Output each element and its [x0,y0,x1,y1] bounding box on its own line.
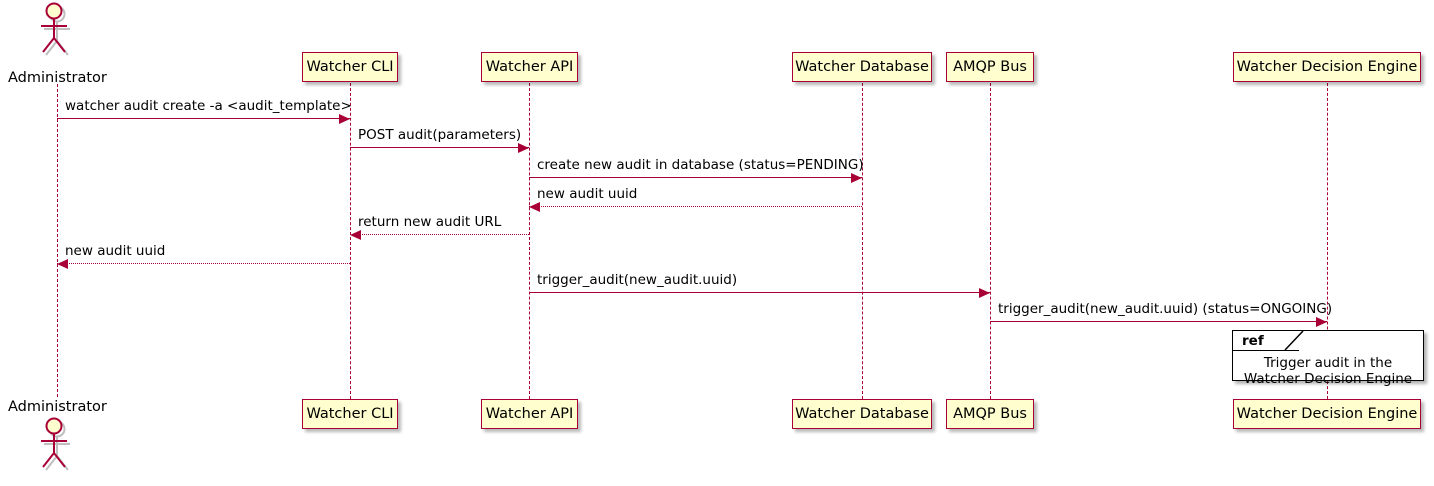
message-label-m4: new audit uuid [537,186,638,202]
participant-top-amqp-bus[interactable]: AMQP Bus [946,52,1034,82]
participant-top-watcher-database[interactable]: Watcher Database [792,52,932,82]
ref-fragment-line1: Trigger audit in the [1263,355,1393,371]
message-line-m3 [529,177,862,178]
arrow-head-m2 [518,142,529,153]
participant-bottom-amqp-bus[interactable]: AMQP Bus [946,399,1034,429]
message-label-m3: create new audit in database (status=PEN… [537,157,864,173]
message-line-m5 [350,234,529,235]
arrow-head-m5 [350,229,361,240]
arrow-head-m1 [339,113,350,124]
participant-label-bottom-administrator: Administrator [8,399,107,415]
message-line-m4 [529,206,862,207]
participant-bottom-watcher-database[interactable]: Watcher Database [792,399,932,429]
arrow-head-m3 [851,172,862,183]
message-label-m1: watcher audit create -a <audit_template> [65,98,352,114]
actor-figure-top-administrator [35,2,79,62]
ref-fragment-line2: Watcher Decision Engine [1243,371,1413,387]
message-label-m7: trigger_audit(new_audit.uuid) [537,272,738,288]
message-label-m8: trigger_audit(new_audit.uuid) (status=ON… [998,301,1333,317]
message-label-m2: POST audit(parameters) [358,127,522,143]
participant-top-watcher-api[interactable]: Watcher API [481,52,578,82]
message-line-m1 [57,118,350,119]
message-line-m7 [529,292,990,293]
message-label-m6: new audit uuid [65,243,166,259]
participant-bottom-watcher-decision-engine[interactable]: Watcher Decision Engine [1233,399,1421,429]
participant-top-watcher-decision-engine[interactable]: Watcher Decision Engine [1233,52,1421,82]
message-line-m6 [57,263,350,264]
message-line-m8 [990,321,1327,322]
ref-fragment-tag-diagonal [1283,330,1307,354]
lifeline-watcher-database [862,83,863,399]
actor-figure-bottom-administrator [35,417,79,477]
message-line-m2 [350,147,529,148]
lifeline-watcher-cli [350,83,351,399]
arrow-head-m4 [529,201,540,212]
lifeline-amqp-bus [990,83,991,399]
message-label-m5: return new audit URL [358,214,502,230]
participant-bottom-watcher-api[interactable]: Watcher API [481,399,578,429]
arrow-head-m8 [1316,316,1327,327]
participant-top-watcher-cli[interactable]: Watcher CLI [302,52,398,82]
arrow-head-m6 [57,258,68,269]
ref-fragment-tag: ref [1233,331,1299,351]
lifeline-administrator [57,84,58,397]
participant-label-top-administrator: Administrator [8,70,107,86]
participant-bottom-watcher-cli[interactable]: Watcher CLI [302,399,398,429]
lifeline-watcher-decision-engine [1327,83,1328,399]
arrow-head-m7 [979,287,990,298]
lifeline-watcher-api [529,83,530,399]
